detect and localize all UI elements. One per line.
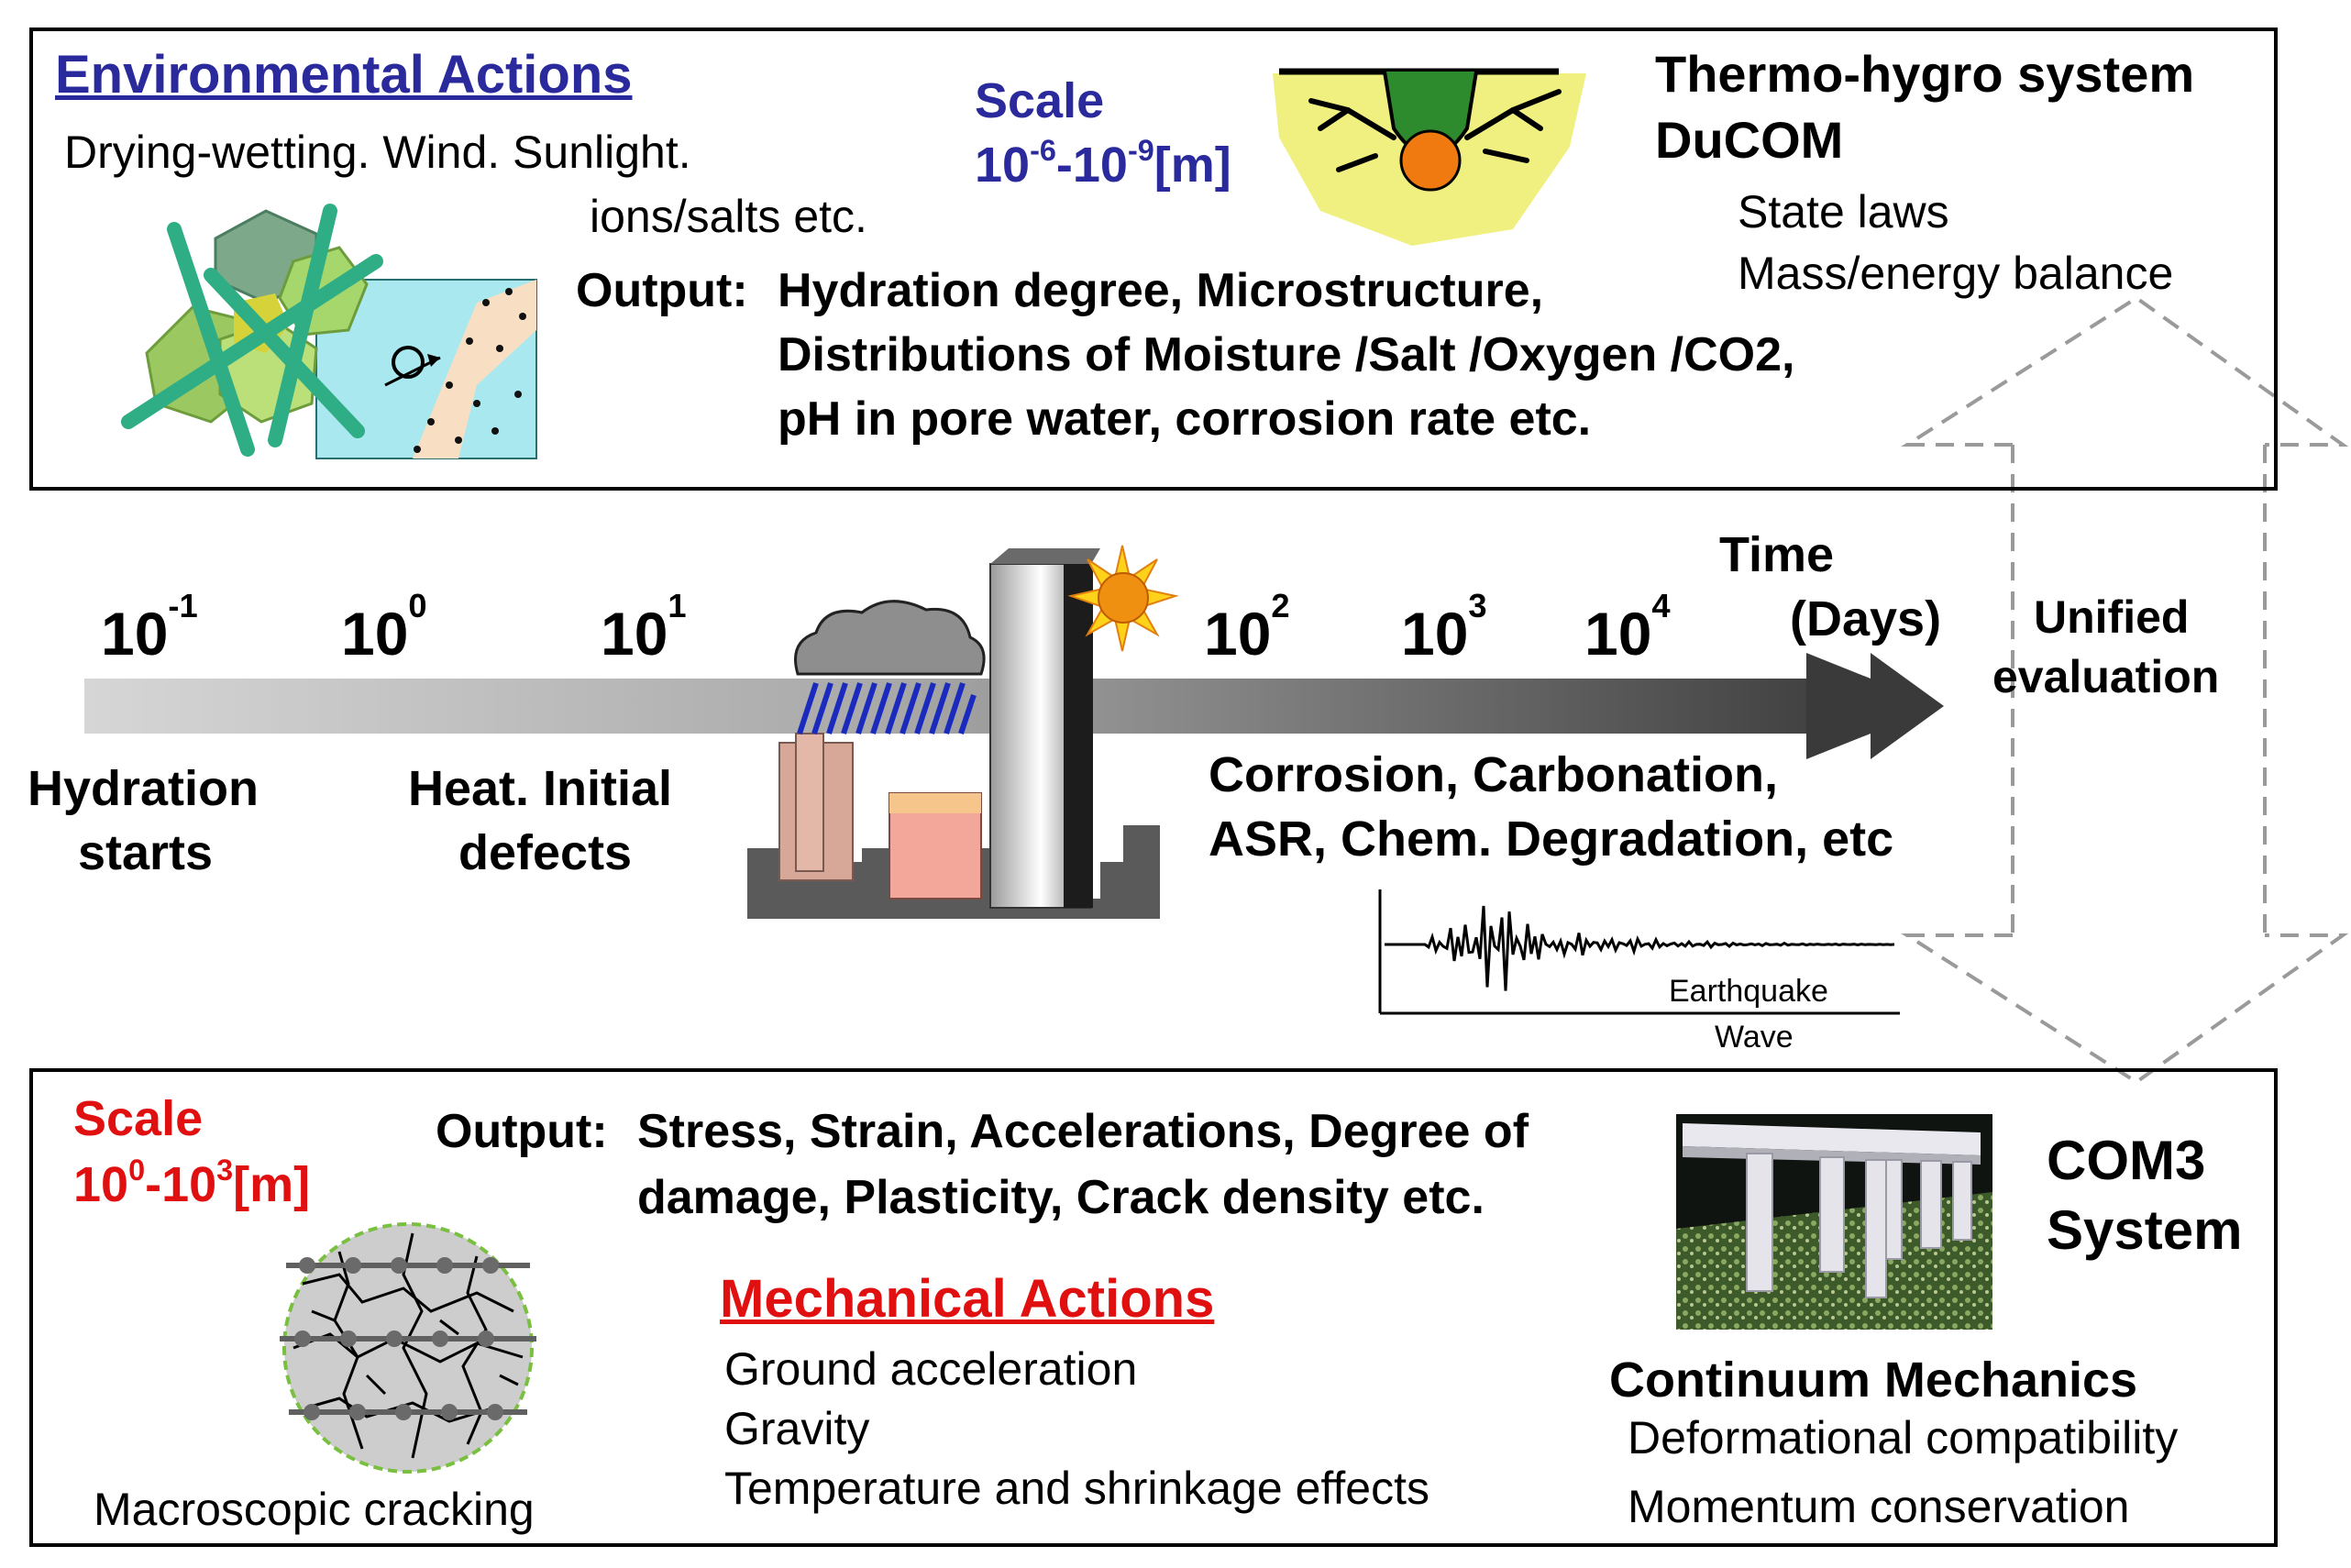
state-laws-label: State laws [1738, 186, 1949, 237]
days-unit-label: (Days) [1790, 591, 1942, 646]
top-scale-sep: -10 [1055, 138, 1128, 193]
top-scale-label: Scale [975, 73, 1105, 128]
top-output-line1: Hydration degree, Microstructure, [778, 264, 1544, 317]
temperature-shrinkage-label: Temperature and shrinkage effects [724, 1463, 1429, 1514]
tick-10-3: 103 [1401, 587, 1487, 668]
bottom-output-line2: damage, Plasticity, Crack density etc. [637, 1171, 1485, 1224]
tick-base: 10 [341, 600, 409, 668]
top-scale-exp1: -6 [1030, 134, 1056, 167]
mechanical-actions-title: Mechanical Actions [720, 1269, 1215, 1329]
earthquake-wave-graph [1378, 889, 1900, 1015]
time-arrow [84, 653, 1944, 759]
top-scale-exp2: -9 [1127, 134, 1154, 167]
com3-label: COM3 [2047, 1130, 2206, 1191]
top-output-label: Output: [576, 264, 748, 317]
bottom-scale-exp2: 3 [216, 1154, 234, 1187]
tick-base: 10 [1401, 600, 1469, 668]
earthquake-label: Earthquake [1669, 974, 1828, 1009]
top-panel [29, 28, 2278, 491]
heat-defects-line1: Heat. Initial [408, 761, 673, 816]
tick-exp: 2 [1271, 587, 1290, 624]
pore-illustration [1273, 68, 1586, 246]
momentum-conservation-label: Momentum conservation [1628, 1481, 2130, 1532]
bottom-scale-unit: [m] [233, 1157, 311, 1212]
degradation-line2: ASR, Chem. Degradation, etc [1209, 812, 1894, 867]
hydration-starts-line1: Hydration [28, 761, 259, 816]
continuum-mechanics-title: Continuum Mechanics [1609, 1353, 2138, 1408]
bottom-output-label: Output: [436, 1105, 608, 1158]
tick-exp: 1 [668, 587, 687, 624]
macroscopic-cracking-label: Macroscopic cracking [94, 1484, 535, 1535]
sun-icon [1067, 545, 1179, 652]
top-output-line2: Distributions of Moisture /Salt /Oxygen … [778, 328, 1795, 381]
tick-exp: 3 [1468, 587, 1487, 624]
city-scene [747, 545, 1179, 919]
bottom-output-line1: Stress, Strain, Accelerations, Degree of [637, 1105, 1529, 1158]
bottom-scale-exp1: 0 [128, 1154, 146, 1187]
unified-label-line2: evaluation [1992, 651, 2220, 702]
tick-base: 10 [1204, 600, 1272, 668]
tick-10-2: 102 [1204, 587, 1290, 668]
tick-exp: -1 [168, 587, 198, 624]
top-scale-base1: 10 [975, 138, 1031, 193]
top-output-line3: pH in pore water, corrosion rate etc. [778, 392, 1592, 446]
tick-base: 10 [601, 600, 668, 668]
degradation-line1: Corrosion, Carbonation, [1209, 747, 1778, 802]
tick-exp: 4 [1651, 587, 1671, 624]
bottom-scale-label: Scale [73, 1091, 204, 1146]
unified-label-line1: Unified [2034, 591, 2190, 643]
bottom-scale-range: 100-103[m] [73, 1154, 311, 1212]
time-label: Time [1719, 527, 1835, 582]
bottom-panel [29, 1068, 2278, 1547]
bottom-scale-base1: 10 [73, 1157, 129, 1212]
tick-10-0: 100 [341, 587, 427, 668]
unified-evaluation-arrow [1901, 295, 2349, 1085]
deformational-compatibility-label: Deformational compatibility [1628, 1412, 2179, 1463]
environmental-actions-line1: Drying-wetting. Wind. Sunlight. [64, 127, 691, 178]
tick-base: 10 [101, 600, 169, 668]
top-scale-range: 10-6-10-9[m] [975, 134, 1231, 193]
wave-label: Wave [1715, 1020, 1794, 1055]
environmental-actions-line2: ions/salts etc. [590, 191, 867, 242]
ducom-label: DuCOM [1655, 111, 1844, 169]
mass-energy-balance-label: Mass/energy balance [1738, 248, 2174, 299]
tick-10-1: 101 [601, 587, 687, 668]
hydration-starts-line2: starts [78, 825, 214, 880]
bottom-scale-sep: -10 [145, 1157, 217, 1212]
heat-defects-line2: defects [458, 825, 633, 880]
top-scale-unit: [m] [1153, 138, 1231, 193]
thermo-hygro-system-label: Thermo-hygro system [1655, 45, 2195, 103]
tick-exp: 0 [408, 587, 427, 624]
ground-acceleration-label: Ground acceleration [724, 1343, 1138, 1395]
tick-base: 10 [1584, 600, 1652, 668]
cracking-illustration [280, 1222, 536, 1474]
tick-10-4: 104 [1584, 587, 1671, 668]
bridge-illustration [1676, 1114, 1992, 1330]
system-label: System [2047, 1199, 2243, 1261]
environmental-actions-title: Environmental Actions [55, 45, 633, 105]
gravity-label: Gravity [724, 1403, 870, 1454]
tick-10-minus-1: 10-1 [101, 587, 198, 668]
microstructure-illustration [121, 204, 537, 459]
